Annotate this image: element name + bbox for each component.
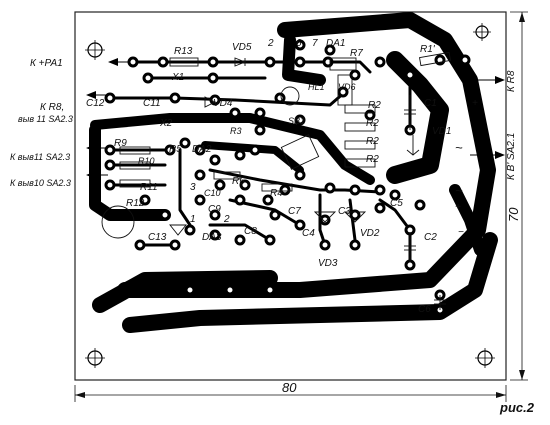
component-label: 6 — [296, 38, 302, 49]
dimension-lines — [74, 11, 528, 402]
label-to-r8-sub: выв 11 SA2.3 — [18, 114, 73, 124]
component-label: SB1 — [288, 116, 305, 126]
component-label: C13 — [148, 232, 167, 243]
component-label: R2 — [366, 154, 379, 165]
component-label: 2 — [267, 38, 274, 49]
mounting-hole — [85, 40, 105, 60]
component-outlines — [101, 51, 451, 310]
component-label: + — [455, 202, 461, 213]
component-label: R7 — [350, 48, 363, 59]
solder-pads — [104, 39, 471, 316]
component-label: C9 — [208, 204, 221, 215]
component-label: VD5 — [232, 42, 252, 53]
component-label: 3 — [190, 182, 196, 193]
label-to-sa-pin11: К выв11 SA2.3 — [10, 152, 70, 162]
label-to-pa1: К +PA1 — [30, 58, 63, 69]
component-label: VD2 — [360, 228, 380, 239]
component-label: R1' — [420, 44, 436, 55]
component-label: C8 — [244, 226, 257, 237]
component-label: C5 — [390, 198, 403, 209]
component-label: X2 — [159, 118, 173, 129]
component-label: DA1 — [326, 38, 345, 49]
component-label: HL1 — [308, 82, 325, 92]
label-right-r8: К R8 — [506, 70, 517, 92]
text-labels: К +PA1 К R8, выв 11 SA2.3 К выв11 SA2.3 … — [10, 38, 535, 415]
component-label: VD3 — [318, 258, 338, 269]
component-label: VD1 — [432, 126, 451, 137]
figure-caption: рис.2 — [499, 400, 535, 415]
label-to-sa-pin10: К выв10 SA2.3 — [10, 178, 71, 188]
component-label: VD6 — [338, 82, 356, 92]
dimension-width: 80 — [282, 380, 297, 395]
label-to-r8: К R8, — [40, 102, 64, 113]
component-label: + — [472, 98, 478, 109]
component-label: − — [458, 227, 464, 238]
component-label: C4 — [302, 228, 315, 239]
left-connection-arrows — [86, 58, 128, 179]
mounting-hole — [473, 23, 491, 41]
component-label: X1 — [171, 72, 184, 83]
component-label: R10 — [138, 156, 155, 166]
component-label: C10 — [204, 188, 221, 198]
component-label: R12 — [126, 198, 145, 209]
component-label: ~ — [455, 183, 463, 198]
component-label: R2 — [366, 136, 379, 147]
component-label: C3 — [338, 206, 351, 217]
mounting-hole — [475, 348, 495, 368]
component-label: R2 — [368, 100, 381, 111]
label-right-sa: К В' SA2.1 — [506, 133, 517, 180]
component-label: C2 — [424, 232, 437, 243]
component-label: 7 — [312, 38, 318, 49]
component-label: DA3 — [202, 232, 222, 243]
component-label: VD4 — [213, 98, 233, 109]
component-label: R3 — [230, 126, 242, 136]
component-label: 1 — [190, 214, 196, 225]
component-label: R13 — [174, 46, 193, 57]
dimension-height: 70 — [506, 207, 521, 222]
component-label: C7 — [288, 206, 301, 217]
component-label: C1 — [424, 98, 437, 109]
component-label: R2 — [366, 118, 379, 129]
component-label: C6 — [418, 304, 431, 315]
component-label: R5 — [169, 144, 182, 155]
component-label: C11 — [143, 98, 161, 109]
component-label: R4 — [270, 188, 283, 199]
component-label: R9 — [114, 138, 127, 149]
component-label: ~ — [455, 140, 463, 155]
mounting-hole — [85, 348, 105, 368]
component-label: DA2 — [192, 144, 212, 155]
component-label: 2 — [223, 214, 230, 225]
right-connection-arrows — [470, 76, 505, 159]
component-label: C12 — [86, 98, 105, 109]
component-label: R11 — [140, 182, 158, 193]
component-label: R6 — [232, 176, 245, 187]
mounting-holes — [85, 23, 495, 368]
